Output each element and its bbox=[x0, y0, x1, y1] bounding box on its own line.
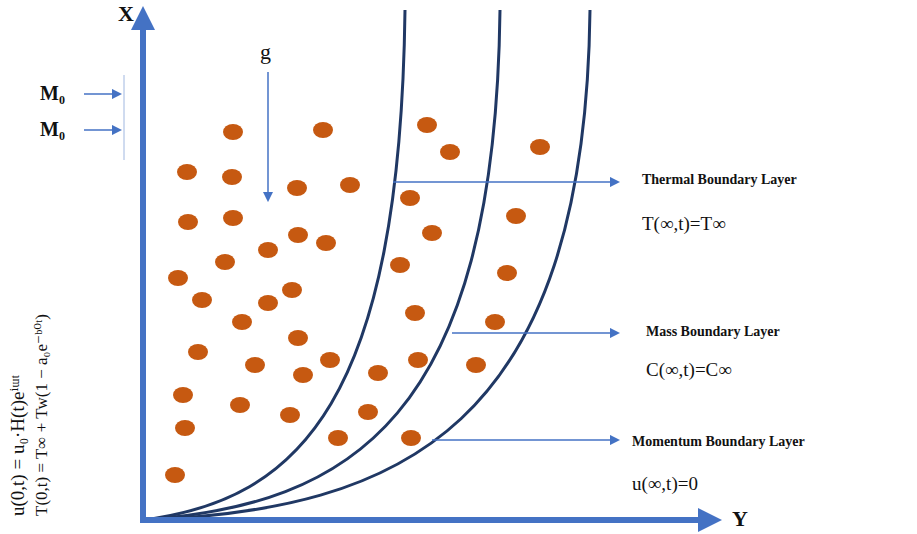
nanoparticle bbox=[316, 235, 336, 251]
axis-label: Y bbox=[732, 507, 748, 531]
nanoparticle bbox=[175, 420, 195, 436]
nanoparticle bbox=[178, 214, 198, 230]
boundary-condition: T(0,t) = T∞ + Tw(1 − a₀e⁻ᵇ⁰ᵗ) bbox=[33, 314, 52, 516]
nanoparticle bbox=[223, 124, 243, 140]
y-axis bbox=[140, 517, 710, 523]
nanoparticle bbox=[320, 352, 340, 368]
field-label: M₀ bbox=[40, 82, 65, 104]
field-arrow bbox=[84, 93, 120, 95]
nanoparticle bbox=[408, 352, 428, 368]
nanoparticle bbox=[358, 404, 378, 420]
momentum-boundary-curve bbox=[143, 10, 590, 520]
x-axis bbox=[140, 18, 146, 523]
nanoparticle bbox=[368, 365, 388, 381]
nanoparticle bbox=[400, 190, 420, 206]
nanoparticle bbox=[390, 257, 410, 273]
nanoparticle bbox=[232, 314, 252, 330]
nanoparticle bbox=[506, 208, 526, 224]
nanoparticle bbox=[405, 305, 425, 321]
boundary-condition: u(0,t) = u₀·H(t)eⁱᵚᵗ bbox=[8, 375, 29, 516]
nanoparticle bbox=[401, 430, 421, 446]
mass-boundary-curve bbox=[143, 10, 500, 520]
nanoparticle bbox=[313, 122, 333, 138]
particle-group bbox=[165, 117, 550, 483]
nanoparticle bbox=[293, 367, 313, 383]
layer-label: Mass Boundary Layer bbox=[646, 324, 780, 339]
nanoparticle bbox=[245, 357, 265, 373]
boundary-condition: T(∞,t)=T∞ bbox=[642, 214, 726, 235]
nanoparticle bbox=[222, 169, 242, 185]
leader-arrow bbox=[452, 332, 618, 334]
nanoparticle bbox=[165, 467, 185, 483]
nanoparticle bbox=[287, 180, 307, 196]
gravity-label: g bbox=[260, 40, 271, 64]
boundary-condition: u(∞,t)=0 bbox=[632, 474, 698, 495]
gravity-arrow bbox=[267, 72, 269, 200]
nanoparticle bbox=[328, 430, 348, 446]
nanoparticle bbox=[466, 357, 486, 373]
nanoparticle bbox=[282, 282, 302, 298]
nanoparticle bbox=[497, 265, 517, 281]
nanoparticle bbox=[340, 177, 360, 193]
boundary-condition: C(∞,t)=C∞ bbox=[646, 360, 732, 381]
axis-label: X bbox=[118, 2, 134, 26]
nanoparticle bbox=[485, 314, 505, 330]
nanoparticle bbox=[288, 330, 308, 346]
nanoparticle bbox=[422, 225, 442, 241]
nanoparticle bbox=[192, 292, 212, 308]
nanoparticle bbox=[530, 139, 550, 155]
field-label: M₀ bbox=[40, 118, 65, 140]
leader-arrow bbox=[432, 439, 618, 441]
nanoparticle bbox=[440, 144, 460, 160]
nanoparticle bbox=[168, 270, 188, 286]
nanoparticle bbox=[215, 254, 235, 270]
field-arrow bbox=[84, 129, 120, 131]
nanoparticle bbox=[417, 117, 437, 133]
nanoparticle bbox=[223, 210, 243, 226]
nanoparticle bbox=[288, 227, 308, 243]
nanoparticle bbox=[258, 295, 278, 311]
layer-label: Momentum Boundary Layer bbox=[632, 434, 805, 449]
field-line bbox=[124, 75, 125, 160]
layer-label: Thermal Boundary Layer bbox=[642, 172, 797, 187]
nanoparticle bbox=[258, 242, 278, 258]
nanoparticle bbox=[177, 164, 197, 180]
nanoparticle bbox=[173, 387, 193, 403]
nanoparticle bbox=[280, 407, 300, 423]
nanoparticle bbox=[230, 397, 250, 413]
leader-arrow bbox=[393, 181, 618, 183]
nanoparticle bbox=[188, 344, 208, 360]
